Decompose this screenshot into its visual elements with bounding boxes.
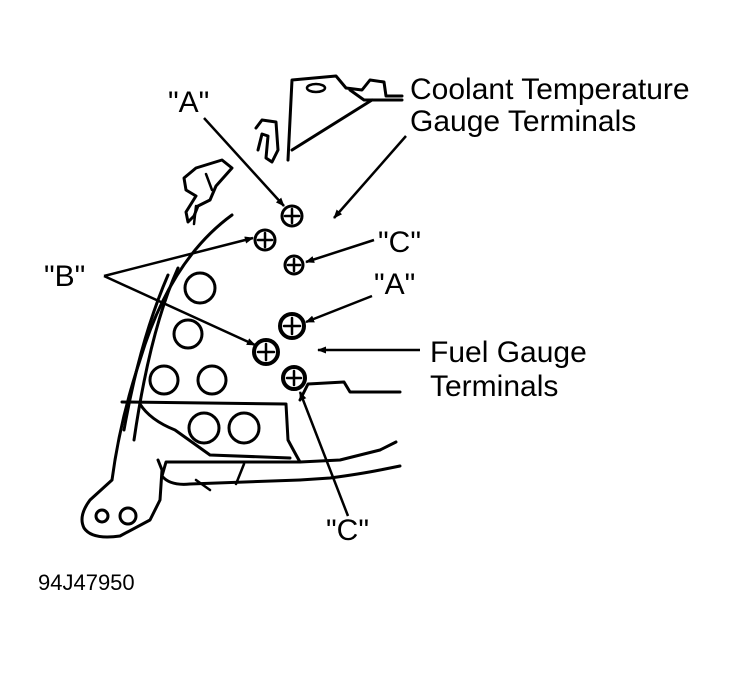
label-coolant-line1: Coolant Temperature [410,73,690,106]
arrow-c-bottom [298,391,350,517]
arrow-c-top [305,238,375,264]
fuel-terminal-b [252,338,280,366]
label-a-top: "A" [168,86,209,119]
board-holes [94,271,261,526]
arrow-b-upper [103,236,254,278]
label-fuel-line1: Fuel Gauge [430,336,587,369]
arrow-a-right [305,294,373,324]
fuel-terminal-a [278,312,306,340]
label-b-left: "B" [44,260,85,293]
arrow-coolant [333,135,407,219]
labels: Coolant Temperature Gauge Terminals Fuel… [38,73,690,595]
figure-code: 94J47950 [38,570,135,595]
cluster-housing [80,74,404,539]
arrow-a-top [203,117,285,207]
label-a-right: "A" [374,268,415,301]
leader-arrows [103,117,420,517]
coolant-terminal-c [283,254,305,276]
terminals [252,204,307,391]
coolant-terminal-b [253,228,277,252]
coolant-terminal-a [280,204,304,228]
label-coolant-line2: Gauge Terminals [410,105,636,138]
label-c-top: "C" [378,226,421,259]
label-fuel-line2: Terminals [430,370,558,403]
arrow-b-lower [103,274,256,347]
fuel-terminal-c [281,365,307,391]
label-c-bottom: "C" [326,514,369,547]
